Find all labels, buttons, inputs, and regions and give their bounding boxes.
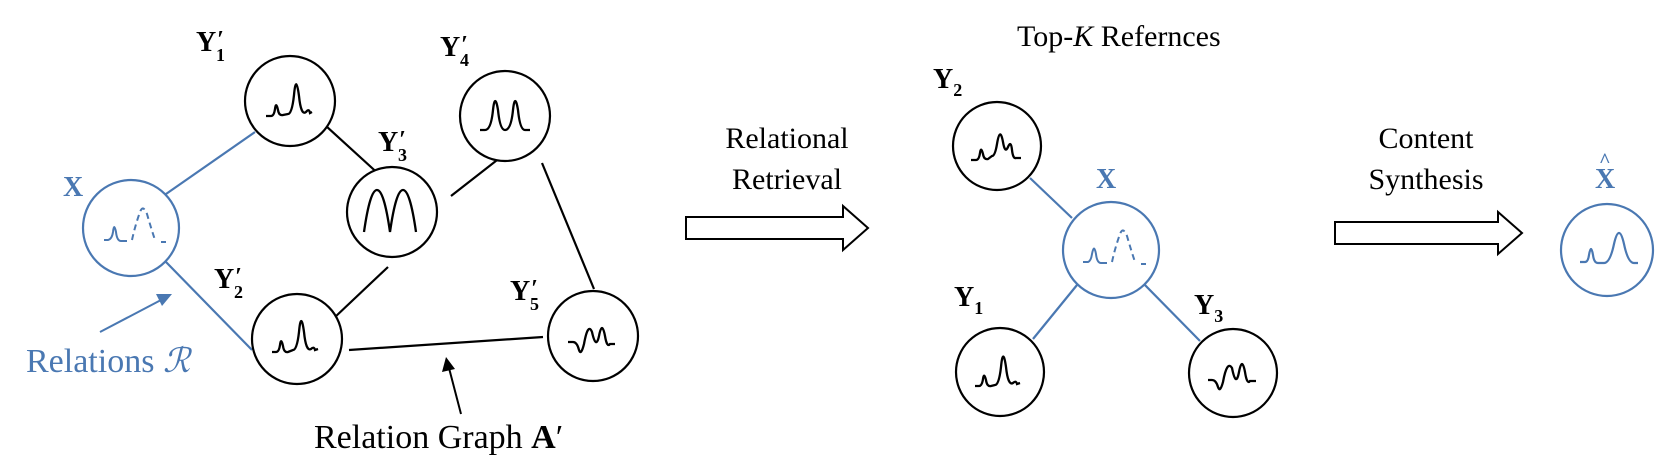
node-label: Y′2 [214,264,243,302]
topk-title: Top-K Refernces [1017,20,1221,53]
ref-node-y1: Y1 [954,282,1046,418]
node-y4-prime: Y′4 [440,32,552,163]
waveform-icon [568,326,615,354]
retrieval-query-node-x: X [1061,164,1161,300]
waveform-icon [971,133,1021,162]
relations-annotation: Relations ℛ [26,294,193,380]
edge-xq-y1 [1032,284,1078,340]
edge-y3-y2 [333,266,389,319]
waveform-icon [1208,362,1256,391]
node-y1-prime: Y′1 [196,27,337,148]
output-hat: ^ [1599,150,1611,172]
step-relational-retrieval: Relational Retrieval [685,122,870,253]
node-y5-prime: Y′5 [510,276,640,383]
graph-caption-arrowhead-icon [442,357,455,372]
step1-line2: Retrieval [732,163,842,196]
ref-label: Y1 [954,282,983,318]
waveform-icon [362,188,418,233]
dashed-peak-icon [1111,229,1146,265]
step1-line1: Relational [725,122,848,155]
relation-graph-annotation: Relation Graph A′ [314,357,563,456]
node-label: Y′4 [440,32,469,70]
relations-label: Relations ℛ [26,343,193,380]
ref-node-y2: Y2 [933,64,1043,192]
node-label: Y′3 [378,127,407,165]
relations-arrowhead-icon [156,294,172,306]
partial-waveform-icon [104,226,127,242]
edge-xq-y3 [1142,282,1201,342]
retrieval-result: Top-K Refernces Y2 X Y1 Y3 [933,20,1279,419]
waveform-icon [480,99,530,132]
partial-waveform-icon [1083,247,1107,264]
ref-label: Y2 [933,64,962,100]
edge-xq-y2 [1029,177,1073,219]
step2-arrow-icon [1334,209,1524,257]
step2-line2: Synthesis [1368,163,1483,196]
retrieval-query-label: X [1096,164,1116,195]
relation-graph-caption: Relation Graph A′ [314,419,563,456]
step1-arrow-icon [685,203,870,253]
waveform-icon [266,83,313,118]
node-label: Y′1 [196,27,225,65]
step2-line1: Content [1379,122,1475,155]
waveform-icon [975,355,1021,388]
node-label: Y′5 [510,276,539,314]
edge-y2-y5 [348,335,544,352]
output-node-xhat: X ^ [1559,150,1655,298]
query-node-label: X [63,172,83,203]
node-y3-prime: Y′3 [345,127,439,259]
query-node-x: X [63,172,181,278]
edge-y4-y5 [540,162,596,290]
waveform-icon [272,319,319,354]
node-y2-prime: Y′2 [214,264,344,386]
edge-x-y2 [165,261,253,351]
step-content-synthesis: Content Synthesis [1334,122,1524,257]
ref-label: Y3 [1194,290,1223,326]
edge-x-y1 [165,131,256,195]
dashed-peak-icon [131,207,166,243]
ref-node-y3: Y3 [1187,290,1279,419]
graph-caption-arrow-shaft [448,367,462,415]
relations-arrow-shaft [99,299,162,333]
completed-waveform-icon [1580,231,1638,265]
graph-edges [165,125,596,352]
output-label: X [1595,164,1615,195]
